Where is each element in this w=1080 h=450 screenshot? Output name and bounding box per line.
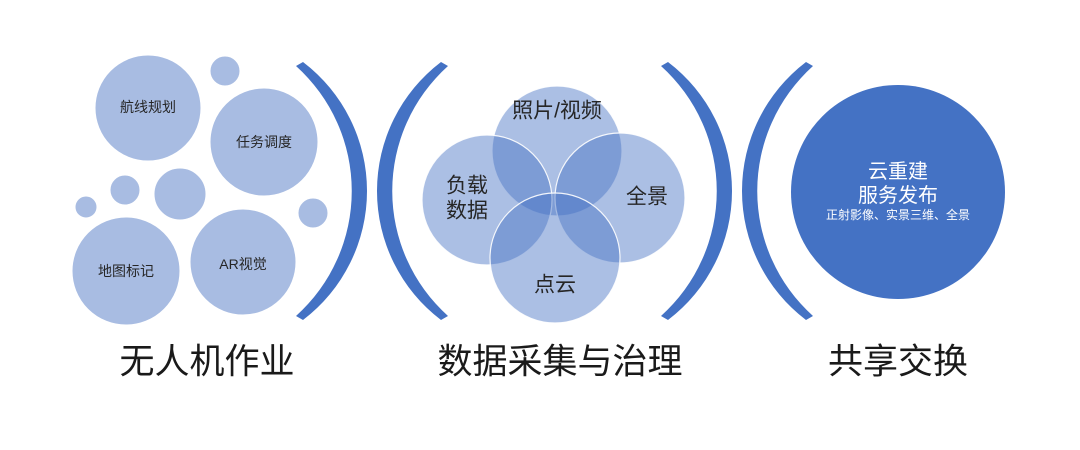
route-planning-bubble — [94, 54, 202, 162]
tiny-bubble-left — [74, 195, 98, 219]
payload-data-label-line1: 负载 — [446, 175, 488, 198]
service-products-label: 正射影像、实景三维、全景 — [826, 207, 970, 222]
service-publishing-label: 服务发布 — [858, 184, 938, 207]
data-collection-section: 照片/视频 负载 数据 全景 点云 数据采集与治理 — [421, 85, 686, 382]
map-marking-bubble — [71, 216, 181, 326]
cloud-reconstruction-label: 云重建 — [868, 160, 928, 183]
map-marking-label: 地图标记 — [98, 263, 154, 279]
task-scheduling-bubble — [209, 87, 319, 197]
medium-bubble-center — [153, 167, 207, 221]
closing-bracket-arc-left — [296, 62, 368, 320]
photo-video-label: 照片/视频 — [512, 100, 602, 123]
panorama-label: 全景 — [626, 186, 668, 209]
payload-data-label-line2: 数据 — [446, 200, 488, 223]
uav-operations-caption: 无人机作业 — [119, 343, 294, 382]
small-bubble-right — [297, 197, 329, 229]
payload-data-circle — [421, 134, 553, 266]
sharing-exchange-caption: 共享交换 — [828, 343, 968, 382]
route-planning-label: 航线规划 — [120, 99, 176, 115]
closing-bracket-arc-right — [661, 62, 733, 320]
task-scheduling-label: 任务调度 — [236, 134, 292, 150]
cloud-service-circle — [791, 85, 1005, 299]
sharing-exchange-section: 云重建 服务发布 正射影像、实景三维、全景 共享交换 — [791, 85, 1005, 382]
small-bubble-left — [109, 174, 141, 206]
point-cloud-label: 点云 — [534, 274, 576, 297]
ar-vision-label: AR视觉 — [219, 256, 266, 272]
uav-operations-section: 航线规划 任务调度 地图标记 AR视觉 无人机作业 — [71, 54, 329, 382]
opening-bracket-arc-right — [741, 62, 813, 320]
point-cloud-circle — [489, 192, 621, 324]
opening-bracket-arc-left — [376, 62, 448, 320]
bracket-arcs — [296, 62, 813, 320]
ar-vision-bubble — [189, 208, 297, 316]
small-bubble-top — [209, 55, 241, 87]
data-collection-caption: 数据采集与治理 — [437, 343, 682, 382]
